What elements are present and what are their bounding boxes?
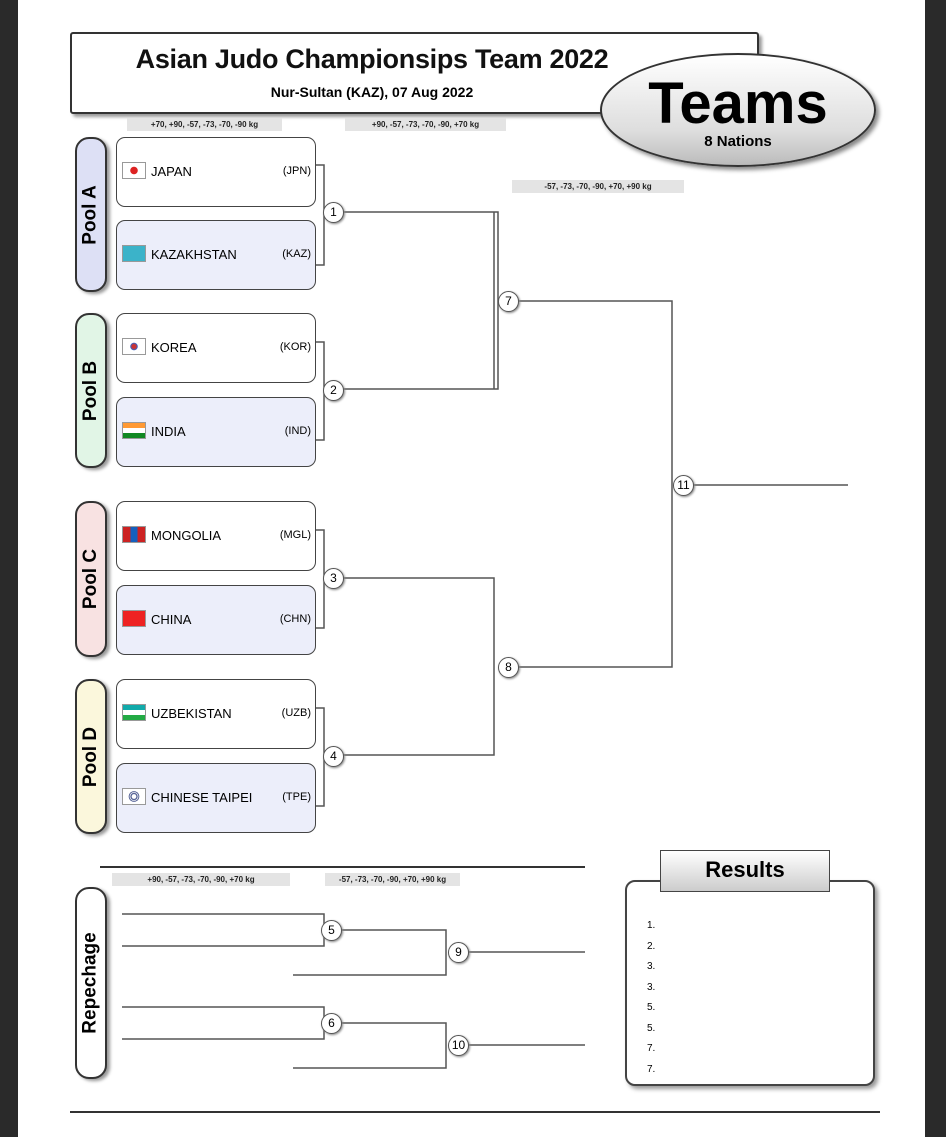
china-flag-icon — [122, 610, 146, 627]
team-name: CHINA — [151, 612, 192, 627]
match-number-6: 6 — [321, 1013, 342, 1034]
team-slot-korea[interactable]: KOREA (KOR) — [116, 313, 316, 383]
team-slot-china[interactable]: CHINA (CHN) — [116, 585, 316, 655]
result-rank: 3. — [647, 961, 656, 972]
teams-badge: Teams 8 Nations — [600, 53, 876, 167]
team-code: (UZB) — [281, 707, 311, 719]
result-rank: 7. — [647, 1043, 656, 1054]
pool-b-label: Pool B — [75, 313, 107, 468]
team-slot-kazakhstan[interactable]: KAZAKHSTAN (KAZ) — [116, 220, 316, 290]
result-rank: 1. — [647, 920, 656, 931]
team-name: INDIA — [151, 424, 186, 439]
weights-round1: +70, +90, -57, -73, -70, -90 kg — [127, 118, 282, 131]
team-code: (CHN) — [279, 613, 311, 625]
match-number-5: 5 — [321, 920, 342, 941]
match-number-2: 2 — [323, 380, 344, 401]
pool-d-label: Pool D — [75, 679, 107, 834]
team-slot-chinese-taipei[interactable]: CHINESE TAIPEI (TPE) — [116, 763, 316, 833]
chinese-taipei-flag-icon — [122, 788, 146, 805]
result-rank: 5. — [647, 1022, 656, 1034]
japan-flag-icon — [122, 162, 146, 179]
korea-flag-icon — [122, 338, 146, 355]
match-number-7: 7 — [498, 291, 519, 312]
weights-repechage2: -57, -73, -70, -90, +70, +90 kg — [325, 873, 460, 886]
pool-a-label: Pool A — [75, 137, 107, 292]
team-slot-mongolia[interactable]: MONGOLIA (MGL) — [116, 501, 316, 571]
team-name: CHINESE TAIPEI — [151, 790, 253, 805]
team-code: (JPN) — [282, 165, 311, 177]
team-slot-india[interactable]: INDIA (IND) — [116, 397, 316, 467]
team-code: (KAZ) — [282, 248, 311, 260]
weights-repechage1: +90, -57, -73, -70, -90, +70 kg — [112, 873, 290, 886]
team-slot-japan[interactable]: JAPAN (JPN) — [116, 137, 316, 207]
kazakhstan-flag-icon — [122, 245, 146, 262]
team-code: (KOR) — [279, 341, 311, 353]
team-slot-uzbekistan[interactable]: UZBEKISTAN (UZB) — [116, 679, 316, 749]
match-number-3: 3 — [323, 568, 344, 589]
result-rank: 3. — [647, 981, 656, 993]
match-number-9: 9 — [448, 942, 469, 963]
team-name: KAZAKHSTAN — [151, 247, 237, 262]
match-number-1: 1 — [323, 202, 344, 223]
team-name: UZBEKISTAN — [151, 706, 232, 721]
team-code: (MGL) — [279, 529, 311, 541]
weights-round2: +90, -57, -73, -70, -90, +70 kg — [345, 118, 506, 131]
team-code: (TPE) — [282, 791, 311, 803]
badge-subtitle: 8 Nations — [704, 133, 772, 150]
result-rank: 7. — [647, 1063, 656, 1075]
team-name: KOREA — [151, 340, 197, 355]
pool-c-label: Pool C — [75, 501, 107, 657]
badge-title: Teams — [648, 71, 828, 136]
india-flag-icon — [122, 422, 146, 439]
match-number-10: 10 — [448, 1035, 469, 1056]
page-title: Asian Judo Championsips Team 2022 — [135, 44, 609, 74]
team-code: (IND) — [284, 425, 311, 437]
result-rank: 5. — [647, 1002, 656, 1013]
team-name: MONGOLIA — [151, 528, 222, 543]
mongolia-flag-icon — [122, 526, 146, 543]
results-banner: Results — [660, 850, 830, 892]
match-number-8: 8 — [498, 657, 519, 678]
results-box: 1. 2. 3. 3. 5. 5. 7. 7. — [625, 880, 875, 1086]
match-number-11: 11 — [673, 475, 694, 496]
match-number-4: 4 — [323, 746, 344, 767]
repechage-label: Repechage — [75, 887, 107, 1079]
team-name: JAPAN — [151, 164, 192, 179]
weights-final: -57, -73, -70, -90, +70, +90 kg — [512, 180, 684, 193]
result-rank: 2. — [647, 940, 656, 952]
page-subtitle: Nur-Sultan (KAZ), 07 Aug 2022 — [270, 84, 474, 100]
uzbekistan-flag-icon — [122, 704, 146, 721]
